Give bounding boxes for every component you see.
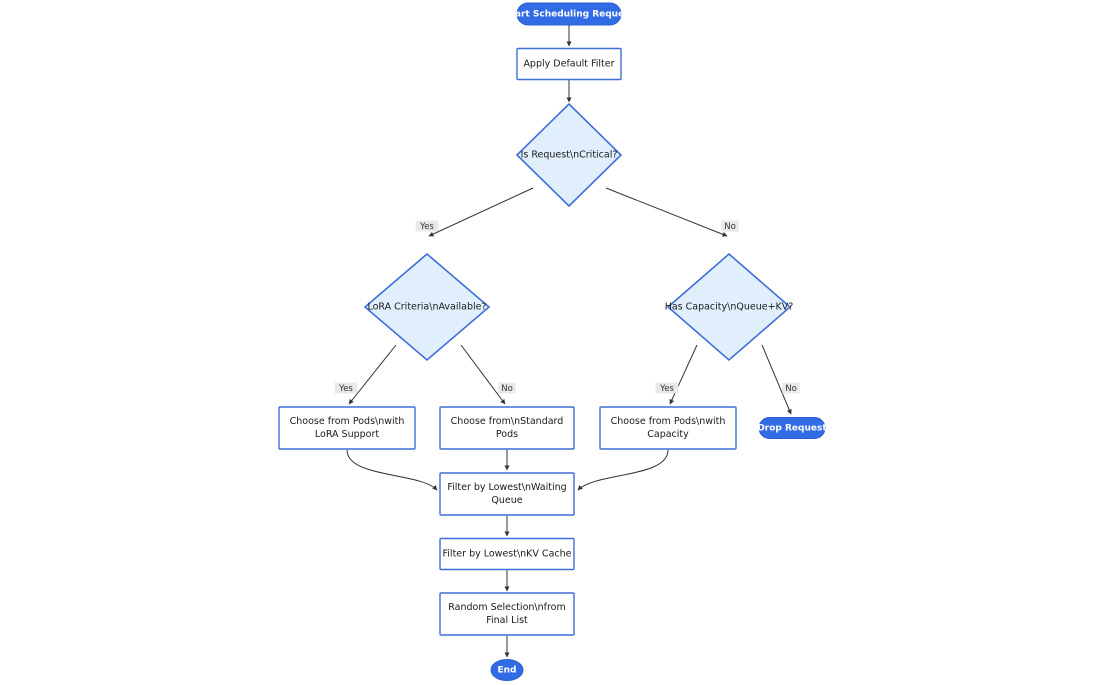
edge-label-e-critical-capacity: No	[721, 220, 739, 232]
flow-node-lora_criteria: LoRA Criteria\nAvailable?	[363, 252, 491, 362]
edge-label-e-capacity-podscap: Yes	[655, 382, 679, 394]
flow-edge	[346, 449, 438, 491]
node-label: LoRA Support	[315, 429, 380, 440]
edges-layer	[346, 25, 792, 658]
edge-label-text: No	[501, 384, 513, 394]
flow-edge	[605, 187, 728, 237]
node-shape	[278, 406, 416, 450]
flow-edge	[669, 344, 698, 405]
edge-label-e-capacity-drop: No	[782, 382, 800, 394]
edge-label-e-critical-lora: Yes	[415, 220, 439, 232]
node-label: Queue	[491, 495, 522, 506]
node-shape	[490, 659, 524, 681]
edge-label-text: No	[724, 222, 736, 232]
node-shape	[516, 2, 622, 26]
flow-node-has_capacity: Has Capacity\nQueue+KV?	[665, 252, 794, 362]
node-label: Random Selection\nfrom	[448, 602, 565, 613]
edge-label-text: Yes	[419, 222, 434, 232]
flow-node-filter_kv: Filter by Lowest\nKV Cache	[439, 537, 575, 571]
node-shape	[515, 102, 623, 208]
edge-label-background	[498, 382, 516, 394]
flow-edge	[348, 344, 397, 405]
edge-label-background	[721, 220, 739, 232]
node-shape	[758, 417, 826, 439]
node-label: LoRA Criteria\nAvailable?	[367, 302, 486, 313]
node-label: Drop Request	[757, 424, 827, 434]
edge-label-text: Yes	[338, 384, 353, 394]
node-shape	[599, 406, 737, 450]
edge-label-e-lora-podsstd: No	[498, 382, 516, 394]
node-label: Pods	[496, 429, 518, 440]
node-label: Filter by Lowest\nKV Cache	[443, 549, 572, 560]
node-shape	[439, 537, 575, 571]
flow-edge	[428, 187, 534, 237]
node-label: Choose from Pods\nwith	[290, 416, 405, 427]
node-label: Apply Default Filter	[523, 59, 614, 70]
node-shape	[439, 592, 575, 636]
node-shape	[516, 47, 622, 81]
node-label: Start Scheduling Request	[504, 10, 634, 20]
flow-edge	[460, 344, 506, 405]
flow-node-is_critical: Is Request\nCritical?	[515, 102, 623, 208]
node-shape	[439, 406, 575, 450]
flow-edge	[577, 449, 669, 491]
node-label: Choose from Pods\nwith	[611, 416, 726, 427]
flow-node-end: End	[490, 659, 524, 681]
flow-node-start: Start Scheduling Request	[504, 2, 635, 26]
edge-label-e-lora-podslora: Yes	[334, 382, 358, 394]
node-label: Final List	[486, 615, 528, 626]
edge-label-background	[655, 382, 679, 394]
edge-label-background	[782, 382, 800, 394]
node-shape	[666, 252, 792, 362]
edge-label-background	[415, 220, 439, 232]
node-label: Filter by Lowest\nWaiting	[447, 482, 566, 493]
flow-edge	[761, 344, 792, 415]
flow-node-drop_request: Drop Request	[757, 417, 827, 439]
edge-label-background	[334, 382, 358, 394]
node-label: Is Request\nCritical?	[521, 150, 618, 161]
edge-label-text: No	[785, 384, 797, 394]
node-label: End	[498, 666, 517, 676]
node-label: Choose from\nStandard	[451, 416, 564, 427]
node-label: Has Capacity\nQueue+KV?	[665, 302, 794, 313]
flow-node-apply_filter: Apply Default Filter	[516, 47, 622, 81]
node-label: Capacity	[647, 429, 689, 440]
node-shape	[439, 472, 575, 516]
node-shape	[363, 252, 491, 362]
edge-label-text: Yes	[659, 384, 674, 394]
